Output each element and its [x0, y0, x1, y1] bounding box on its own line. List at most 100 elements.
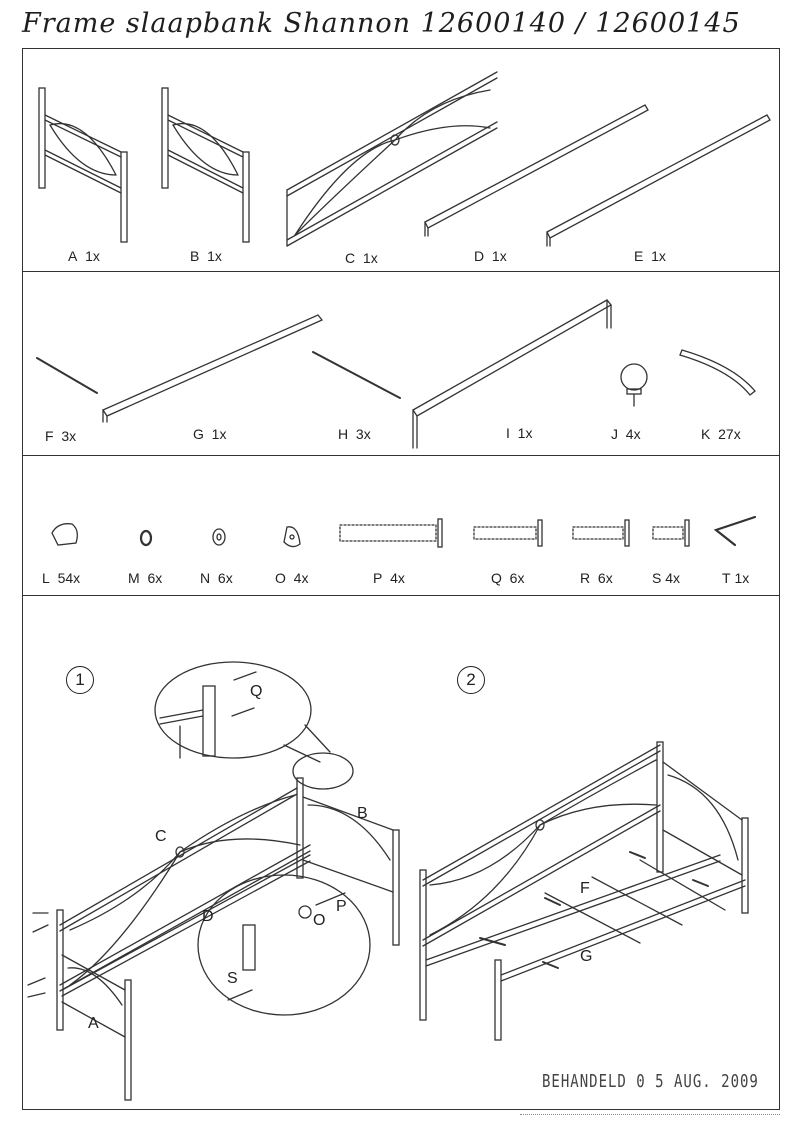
part-letter: G	[193, 426, 204, 442]
part-m-drawing	[139, 529, 153, 547]
part-label-g: G 1x	[193, 426, 226, 442]
part-letter: N	[200, 570, 211, 586]
part-qty: 4x	[293, 570, 309, 586]
part-label-j: J 4x	[611, 426, 641, 442]
part-letter: R	[580, 570, 591, 586]
part-letter: I	[506, 425, 510, 441]
part-label-h: H 3x	[338, 426, 371, 442]
part-qty: 1x	[491, 248, 507, 264]
part-qty: 1x	[362, 250, 378, 266]
part-label-p: P 4x	[373, 570, 405, 586]
part-letter: F	[45, 428, 54, 444]
part-letter: Q	[491, 570, 502, 586]
part-l-drawing	[51, 523, 78, 546]
step-1-number: 1	[66, 666, 94, 694]
part-label-i: I 1x	[506, 425, 532, 441]
part-qty: 1x	[517, 425, 533, 441]
part-i-drawing	[412, 299, 612, 449]
part-b-drawing	[161, 87, 250, 243]
part-qty: 1x	[211, 426, 227, 442]
document-title: Frame slaapbank Shannon 12600140 / 12600…	[22, 8, 741, 39]
part-h-drawing	[312, 351, 401, 399]
part-n-drawing	[212, 528, 226, 546]
part-qty: 6x	[597, 570, 613, 586]
part-d-drawing	[424, 104, 649, 237]
part-label-t: T 1x	[722, 570, 749, 586]
part-qty: 1x	[734, 570, 750, 586]
part-letter: J	[611, 426, 618, 442]
step-1-drawing	[27, 661, 400, 1101]
part-f-drawing	[36, 357, 98, 394]
part-r-drawing	[572, 519, 630, 547]
part-label-e: E 1x	[634, 248, 666, 264]
part-label-s: S 4x	[652, 570, 680, 586]
part-t-drawing	[713, 515, 757, 547]
part-qty: 4x	[625, 426, 641, 442]
part-qty: 54x	[57, 570, 81, 586]
part-letter: C	[345, 250, 356, 266]
part-label-f: F 3x	[45, 428, 76, 444]
part-label-m: M 6x	[128, 570, 162, 586]
callout-c: C	[155, 828, 167, 845]
part-g-drawing	[102, 314, 324, 423]
part-label-o: O 4x	[275, 570, 308, 586]
part-q-drawing	[473, 519, 543, 547]
callout-o: O	[313, 912, 326, 929]
part-letter: B	[190, 248, 200, 264]
instruction-frame	[22, 48, 780, 1110]
part-label-r: R 6x	[580, 570, 613, 586]
part-label-n: N 6x	[200, 570, 233, 586]
row-divider-2	[22, 455, 780, 456]
footer-dotted-line	[520, 1114, 780, 1115]
row-divider-1	[22, 271, 780, 272]
part-a-drawing	[38, 87, 128, 243]
part-label-l: L 54x	[42, 570, 80, 586]
part-label-c: C 1x	[345, 250, 378, 266]
part-qty: 27x	[718, 426, 741, 442]
part-qty: 4x	[390, 570, 405, 586]
callout-b: B	[357, 805, 368, 822]
callout-a: A	[88, 1015, 99, 1032]
step-2-number: 2	[457, 666, 485, 694]
part-letter: A	[68, 248, 78, 264]
part-letter: E	[634, 248, 644, 264]
part-qty: 3x	[355, 426, 371, 442]
part-letter: K	[701, 426, 711, 442]
part-s-drawing	[652, 519, 690, 547]
row-divider-3	[22, 595, 780, 596]
callout-f: F	[580, 880, 590, 897]
received-stamp: BEHANDELD 0 5 AUG. 2009	[542, 1072, 759, 1092]
part-qty: 6x	[509, 570, 525, 586]
part-e-drawing	[546, 114, 771, 247]
part-qty: 6x	[217, 570, 233, 586]
part-qty: 4x	[665, 570, 681, 586]
part-p-drawing	[339, 518, 443, 548]
callout-p: P	[336, 898, 347, 915]
part-qty: 1x	[651, 248, 666, 264]
part-letter: S	[652, 570, 662, 586]
callout-d: D	[202, 908, 214, 925]
part-letter: T	[722, 570, 731, 586]
part-label-a: A 1x	[68, 248, 100, 264]
part-qty: 1x	[85, 248, 100, 264]
callout-s: S	[227, 970, 238, 987]
part-label-d: D 1x	[474, 248, 507, 264]
part-letter: M	[128, 570, 140, 586]
callout-q: Q	[250, 683, 263, 700]
part-qty: 1x	[207, 248, 222, 264]
part-qty: 6x	[147, 570, 163, 586]
part-k-drawing	[679, 349, 756, 396]
part-label-q: Q 6x	[491, 570, 524, 586]
part-letter: O	[275, 570, 286, 586]
part-c-drawing	[286, 71, 498, 247]
part-j-drawing	[620, 363, 648, 407]
step-2-drawing	[419, 741, 749, 1041]
callout-g: G	[580, 948, 593, 965]
part-letter: D	[474, 248, 485, 264]
part-qty: 3x	[61, 428, 77, 444]
part-letter: P	[373, 570, 383, 586]
part-letter: H	[338, 426, 349, 442]
part-o-drawing	[283, 526, 301, 548]
part-letter: L	[42, 570, 50, 586]
